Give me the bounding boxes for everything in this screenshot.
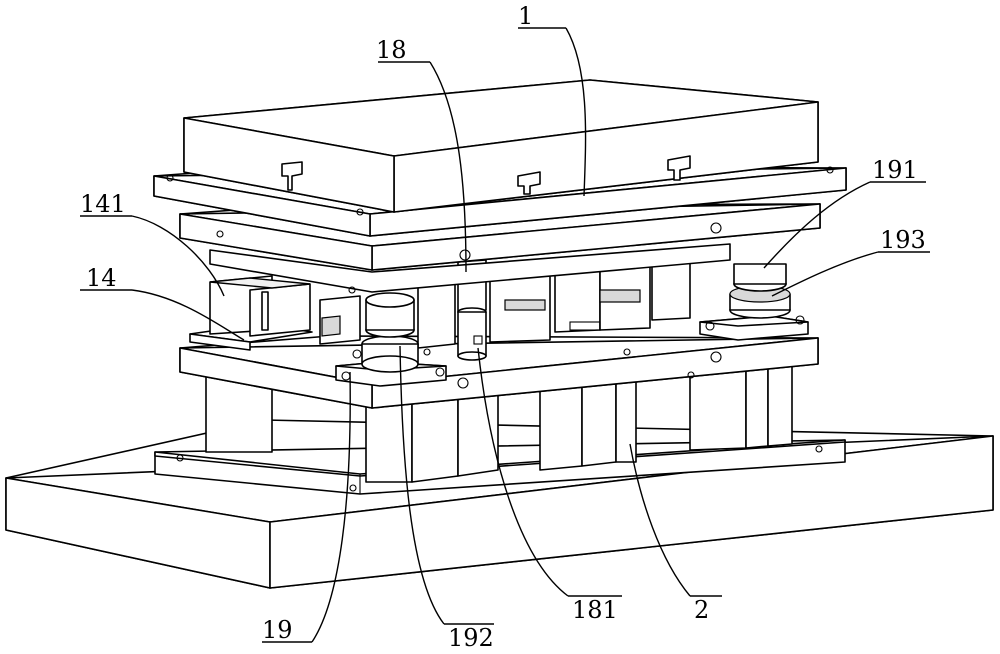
right-spring-193 (699, 263, 809, 341)
label-19: 19 (262, 616, 293, 644)
label-193: 193 (880, 226, 926, 254)
label-192: 192 (448, 624, 494, 652)
label-191: 191 (872, 156, 918, 184)
label-181: 181 (572, 596, 618, 624)
inner-mechanism (319, 253, 691, 349)
label-14: 14 (86, 264, 117, 292)
label-141: 141 (80, 190, 126, 218)
label-18: 18 (376, 36, 407, 64)
label-1: 1 (518, 2, 533, 30)
label-2: 2 (694, 596, 709, 624)
support-columns (205, 361, 793, 483)
leader-lines (80, 27, 930, 643)
part-14-assembly (189, 275, 313, 351)
left-spring-19 (335, 292, 447, 387)
reference-labels: 1 18 191 193 141 14 181 2 19 192 (80, 2, 926, 652)
top-block-1 (183, 79, 819, 213)
